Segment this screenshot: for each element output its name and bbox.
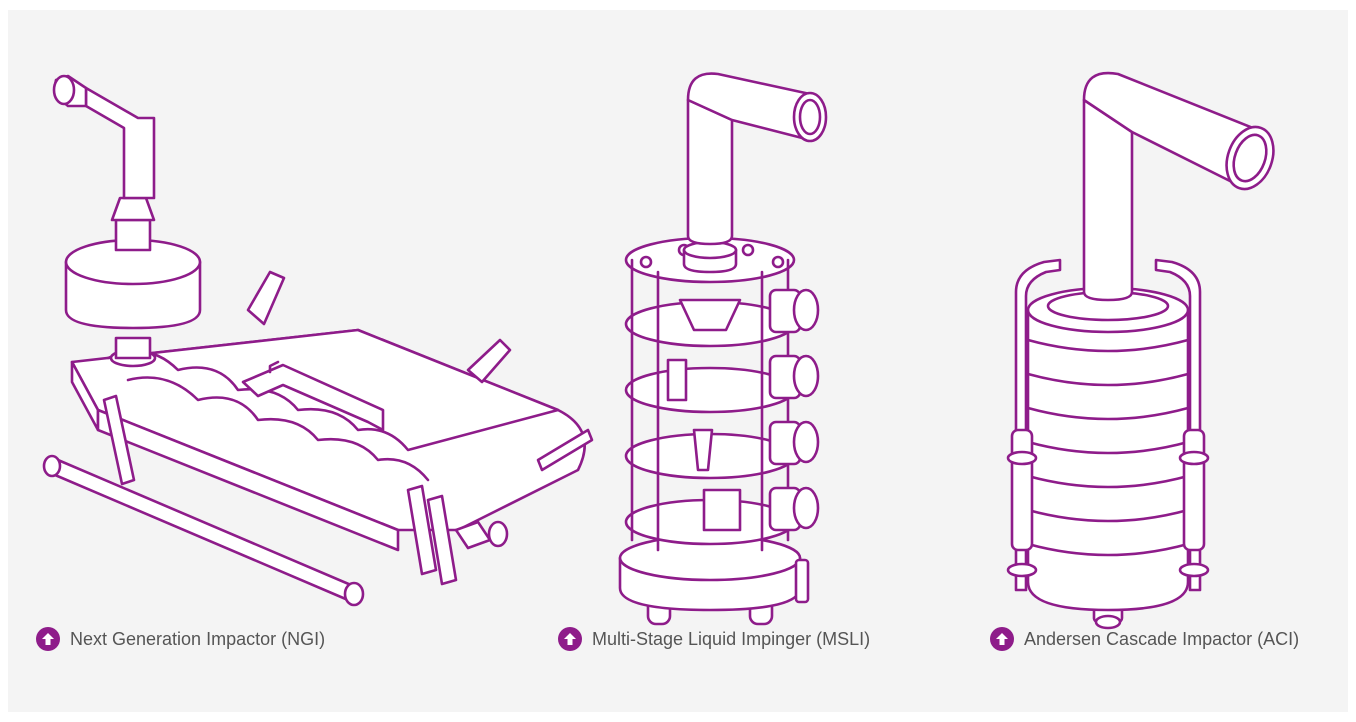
aci-drawing: [1006, 71, 1275, 630]
illustration-panel: Next Generation Impactor (NGI) Multi-Sta…: [8, 10, 1348, 712]
msli-drawing: [618, 72, 828, 626]
caption-label: Multi-Stage Liquid Impinger (MSLI): [592, 628, 871, 649]
aci-illustration: [998, 10, 1298, 630]
caption-aci: Andersen Cascade Impactor (ACI): [990, 627, 1299, 651]
caption-msli: Multi-Stage Liquid Impinger (MSLI): [558, 627, 870, 651]
up-arrow-icon: [990, 627, 1014, 651]
ngi-drawing: [42, 74, 594, 607]
up-arrow-icon: [36, 627, 60, 651]
caption-label: Andersen Cascade Impactor (ACI): [1024, 628, 1300, 649]
caption-label: Next Generation Impactor (NGI): [70, 628, 326, 649]
ngi-illustration: [38, 10, 598, 620]
up-arrow-icon: [558, 627, 582, 651]
msli-illustration: [598, 10, 838, 626]
caption-ngi: Next Generation Impactor (NGI): [36, 627, 325, 651]
